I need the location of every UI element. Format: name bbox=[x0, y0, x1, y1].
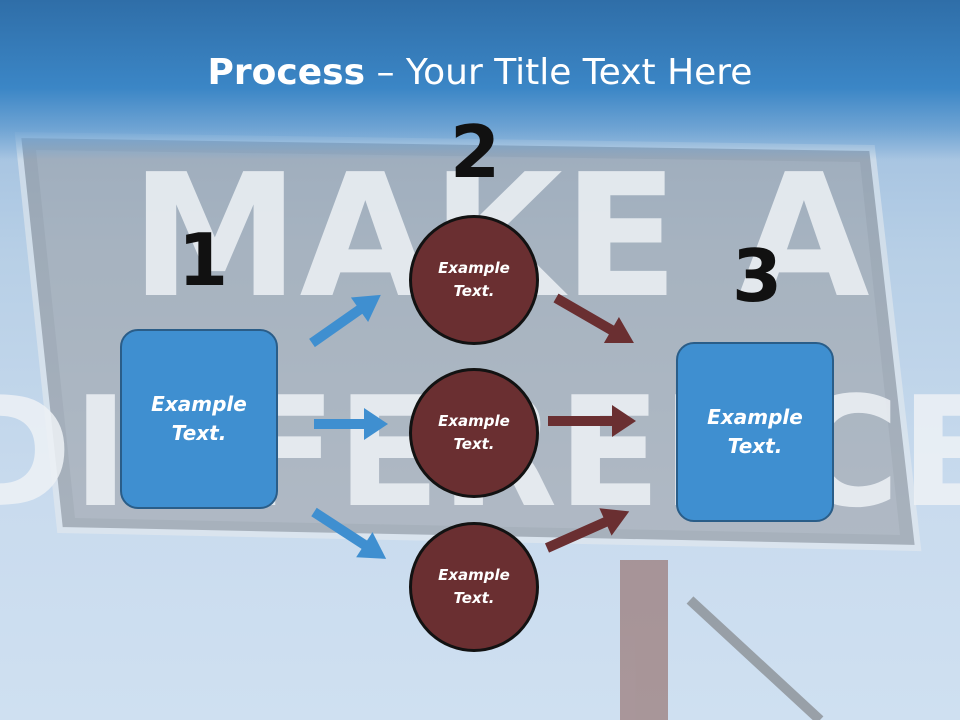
circle-middle-text: Example Text. bbox=[438, 412, 510, 453]
arrow-left-to-middle bbox=[314, 408, 388, 440]
circle-top[interactable]: Example Text. bbox=[409, 215, 539, 345]
blue-arrows bbox=[309, 294, 388, 559]
arrow-left-to-top bbox=[309, 294, 381, 348]
arrow-left-to-bottom bbox=[311, 507, 387, 559]
title-rest: Your Title Text Here bbox=[405, 52, 753, 93]
arrow-middle-to-right bbox=[548, 405, 636, 437]
circle-middle[interactable]: Example Text. bbox=[409, 368, 539, 498]
circle-bottom[interactable]: Example Text. bbox=[409, 522, 539, 652]
maroon-arrows bbox=[544, 293, 636, 553]
step-number-1: 1 bbox=[178, 218, 229, 302]
arrow-bottom-to-right bbox=[544, 508, 630, 553]
step-number-3: 3 bbox=[732, 234, 783, 318]
arrow-top-to-right bbox=[553, 293, 634, 343]
right-box-text: Example Text. bbox=[707, 405, 803, 458]
title-bold: Process bbox=[207, 52, 366, 93]
circle-bottom-text: Example Text. bbox=[438, 566, 510, 607]
left-example-box[interactable]: Example Text. bbox=[120, 329, 278, 509]
step-number-2: 2 bbox=[450, 110, 501, 194]
circle-top-text: Example Text. bbox=[438, 259, 510, 300]
slide-title: Process – Your Title Text Here bbox=[0, 52, 960, 93]
right-example-box[interactable]: Example Text. bbox=[676, 342, 834, 522]
title-dash: – bbox=[365, 52, 406, 93]
left-box-text: Example Text. bbox=[151, 392, 247, 445]
title-bar bbox=[0, 0, 960, 160]
